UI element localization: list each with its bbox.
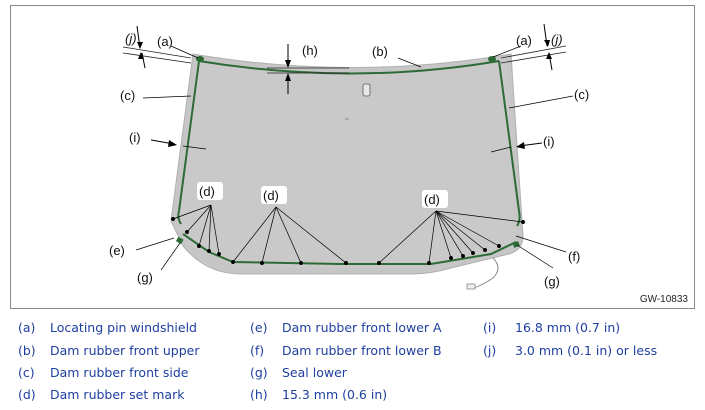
label-d-1: (d) <box>199 184 215 199</box>
legend-text: Dam rubber front upper <box>50 343 200 358</box>
legend-item-f: (f) Dam rubber front lower B <box>250 343 442 358</box>
windshield-diagram: (j) (a) (h) (b) (a) (j) (c) (c) (i) (i) … <box>10 5 695 309</box>
legend-text: 15.3 mm (0.6 in) <box>282 387 388 402</box>
mirror-mount <box>362 83 371 97</box>
legend-item-g: (g) Seal lower <box>250 365 347 380</box>
set-marks-right <box>377 210 525 265</box>
legend-key: (d) <box>18 387 36 402</box>
label-f: (f) <box>568 249 580 264</box>
legend-key: (e) <box>250 320 268 335</box>
label-i-left: (i) <box>129 130 141 145</box>
label-g-left: (g) <box>137 270 153 285</box>
legend-text: Dam rubber front side <box>50 365 189 380</box>
label-d-2: (d) <box>263 188 279 203</box>
label-a-left: (a) <box>157 34 173 49</box>
legend-key: (g) <box>250 365 268 380</box>
legend-item-j: (j) 3.0 mm (0.1 in) or less <box>483 343 657 358</box>
legend-text: Locating pin windshield <box>50 320 197 335</box>
legend-key: (i) <box>483 320 497 335</box>
locating-pin-right <box>488 56 496 62</box>
legend-text: Dam rubber set mark <box>50 387 185 402</box>
legend-item-i: (i) 16.8 mm (0.7 in) <box>483 320 620 335</box>
legend-item-a: (a) Locating pin windshield <box>18 320 197 335</box>
legend-text: 16.8 mm (0.7 in) <box>515 320 621 335</box>
legend-key: (j) <box>483 343 497 358</box>
label-j-right: (j) <box>551 32 563 47</box>
legend-key: (c) <box>18 365 35 380</box>
label-i-right: (i) <box>543 134 555 149</box>
figure-id: GW-10833 <box>639 294 688 305</box>
legend-text: 3.0 mm (0.1 in) or less <box>515 343 658 358</box>
legend: (a) Locating pin windshield (b) Dam rubber… <box>0 317 705 410</box>
locating-pin-left <box>196 56 204 62</box>
legend-key: (f) <box>250 343 265 358</box>
label-g-right: (g) <box>544 274 560 289</box>
label-d-3: (d) <box>424 192 440 207</box>
seal-lower-left <box>175 236 184 245</box>
legend-text: Seal lower <box>282 365 347 380</box>
dam-rubber-side-right <box>498 60 521 227</box>
legend-item-c: (c) Dam rubber front side <box>18 365 189 380</box>
label-c-left: (c) <box>120 88 135 103</box>
wire-connector <box>472 257 499 289</box>
legend-text: Dam rubber front lower A <box>282 320 442 335</box>
label-a-right: (a) <box>516 33 532 48</box>
legend-item-e: (e) Dam rubber front lower A <box>250 320 442 335</box>
set-marks-center <box>231 206 348 265</box>
legend-key: (h) <box>250 387 268 402</box>
legend-key: (b) <box>18 343 36 358</box>
legend-key: (a) <box>18 320 36 335</box>
legend-item-d: (d) Dam rubber set mark <box>18 387 184 402</box>
dam-rubber-upper <box>198 60 500 75</box>
label-e: (e) <box>109 243 125 258</box>
set-marks-left <box>171 204 221 256</box>
label-b: (b) <box>372 44 388 59</box>
legend-item-b: (b) Dam rubber front upper <box>18 343 200 358</box>
label-h: (h) <box>302 43 318 58</box>
diagram-canvas: (j) (a) (h) (b) (a) (j) (c) (c) (i) (i) … <box>109 23 589 290</box>
label-c-right: (c) <box>574 87 589 102</box>
legend-item-h: (h) 15.3 mm (0.6 in) <box>250 387 387 402</box>
seal-lower-right <box>512 241 520 248</box>
legend-text: Dam rubber front lower B <box>282 343 442 358</box>
label-j-left: (j) <box>125 31 137 46</box>
